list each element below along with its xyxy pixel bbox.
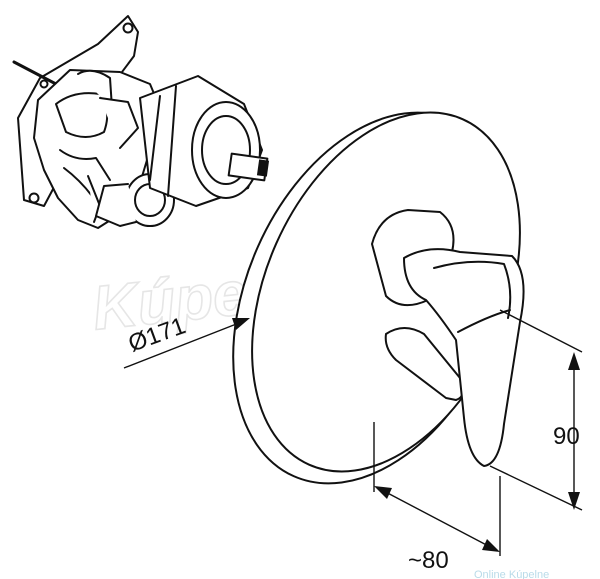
mounting-hole — [122, 22, 134, 34]
height-extension-top — [499, 309, 583, 353]
height-arrow-bottom — [568, 492, 580, 510]
depth-label: ~80 — [408, 547, 449, 574]
diameter-leader — [123, 320, 245, 369]
mounting-hole — [28, 192, 40, 204]
height-extension-bottom — [489, 465, 583, 511]
mixer-lever — [403, 248, 525, 467]
depth-dimension-line — [377, 487, 497, 551]
dimension-lines — [123, 309, 583, 556]
cover-assembly — [232, 111, 525, 485]
diameter-arrow — [232, 318, 250, 330]
height-label: 90 — [553, 423, 580, 450]
footer-watermark: Online Kúpelne — [474, 569, 549, 579]
depth-arrow-left — [374, 486, 392, 499]
concealed-valve-body — [12, 15, 270, 229]
height-arrow-top — [568, 352, 580, 370]
side-rod — [12, 60, 58, 86]
mounting-hole — [39, 79, 49, 89]
depth-arrow-right — [482, 539, 500, 552]
